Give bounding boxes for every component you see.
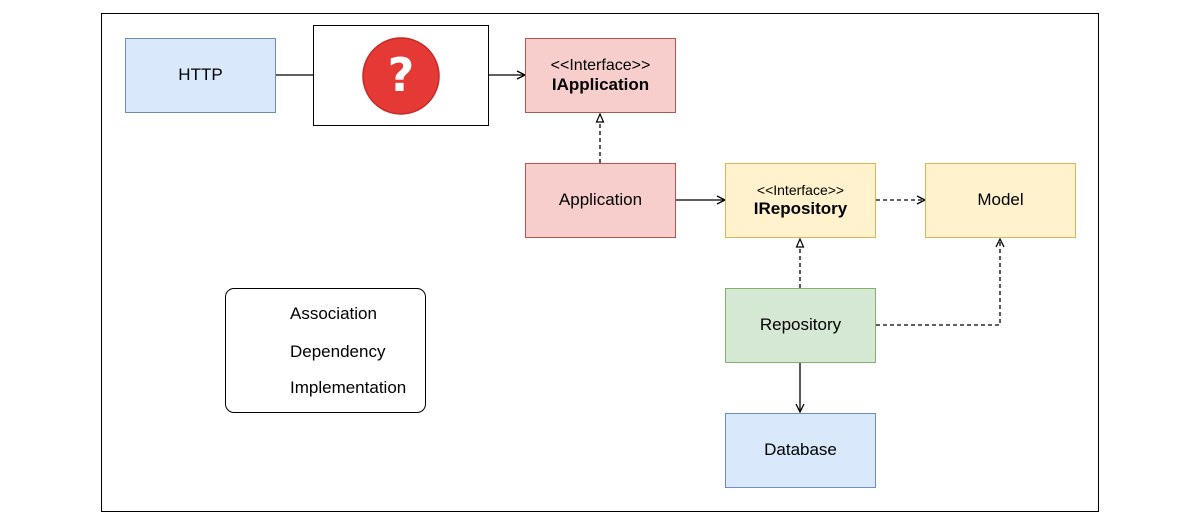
diagram-frame — [101, 13, 1099, 512]
model-node[interactable]: Model — [925, 163, 1076, 238]
application-label: Application — [558, 190, 643, 210]
repository-label: Repository — [759, 315, 842, 335]
legend-dependency-label: Dependency — [290, 342, 386, 361]
model-label: Model — [977, 190, 1024, 210]
legend-association-label: Association — [290, 304, 377, 323]
http-node[interactable]: HTTP — [125, 38, 276, 113]
question-mark-symbol: ? — [388, 48, 415, 102]
question-mark-icon: ? — [362, 36, 440, 115]
irepository-name: IRepository — [753, 198, 848, 218]
iapplication-name: IApplication — [551, 74, 650, 94]
database-node[interactable]: Database — [725, 413, 876, 488]
legend-implementation-label: Implementation — [290, 378, 407, 397]
irepository-node[interactable]: <<Interface>> IRepository — [725, 163, 876, 238]
unknown-component-node[interactable]: ? — [313, 25, 489, 126]
irepository-stereotype: <<Interface>> — [756, 181, 845, 198]
application-node[interactable]: Application — [525, 163, 676, 238]
repository-node[interactable]: Repository — [725, 288, 876, 363]
iapplication-stereotype: <<Interface>> — [550, 56, 651, 74]
legend-box: Association Dependency Implementation — [225, 288, 426, 413]
http-label: HTTP — [178, 65, 223, 85]
iapplication-node[interactable]: <<Interface>> IApplication — [525, 38, 676, 113]
database-label: Database — [764, 440, 837, 460]
